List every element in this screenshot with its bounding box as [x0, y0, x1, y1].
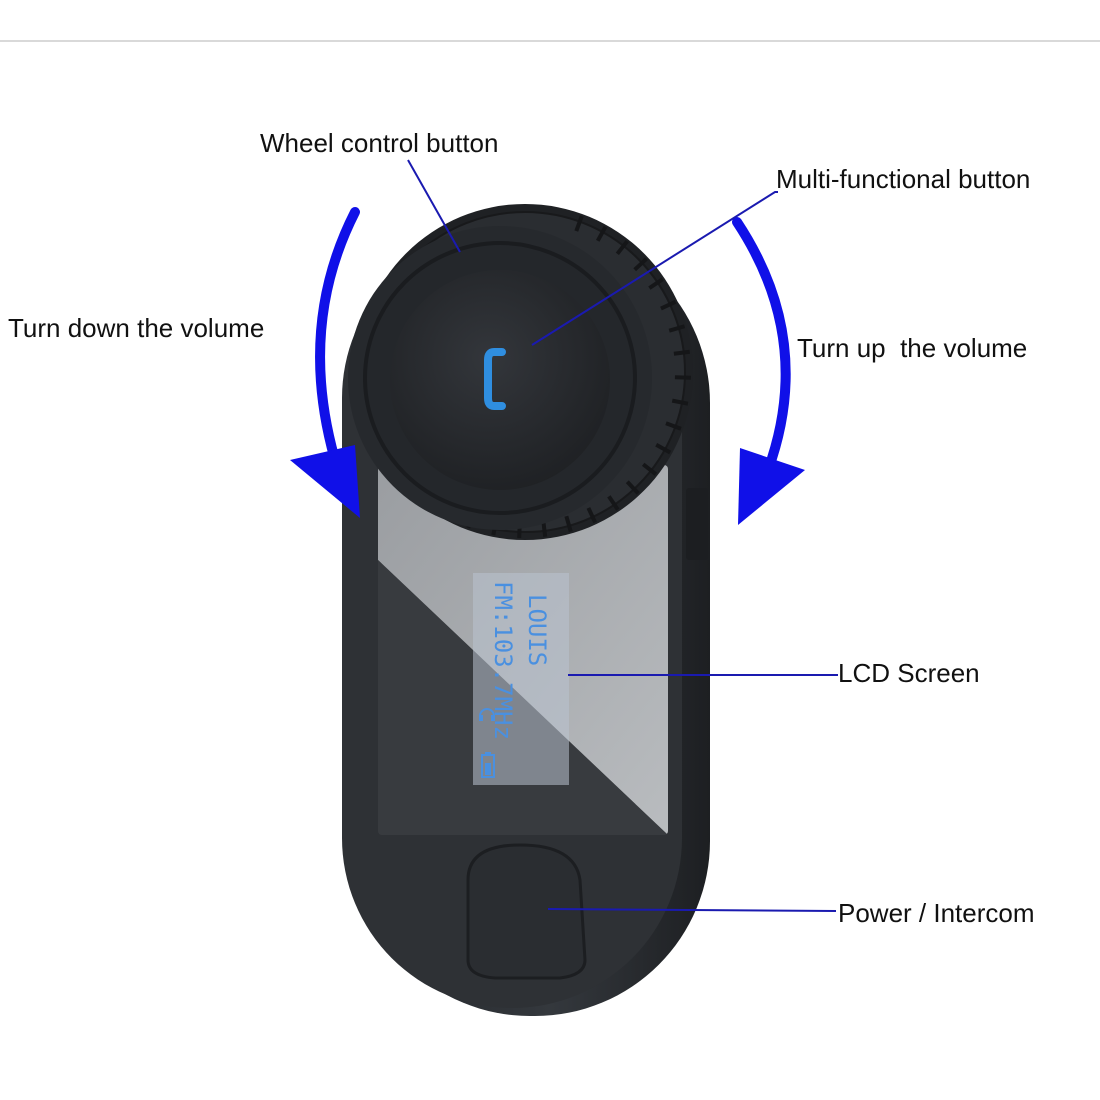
turn-up-label: Turn up the volume	[797, 333, 1028, 363]
phone-icon	[484, 348, 506, 410]
headset-icon	[479, 708, 495, 721]
wheel-ridge	[607, 495, 620, 511]
wheel-ridge	[674, 375, 691, 380]
wheel-ridge	[641, 462, 658, 476]
wheel-ridge	[648, 277, 664, 290]
wheel-ridge	[595, 225, 608, 242]
power-intercom-button	[466, 843, 587, 980]
wheel-ridge	[655, 442, 672, 455]
wheel-ridge	[671, 398, 689, 406]
power-intercom-label: Power / Intercom	[838, 898, 1035, 928]
wheel-control-knob	[348, 204, 693, 540]
wheel-ridge	[673, 349, 691, 356]
top-divider	[0, 40, 1100, 42]
multi-functional-leader	[531, 191, 778, 346]
wheel-control-label: Wheel control button	[260, 128, 499, 158]
lcd-line-1: LOUIS	[523, 594, 551, 666]
wheel-ridge	[665, 421, 682, 431]
lcd-screen-label: LCD Screen	[838, 658, 980, 688]
wheel-ridge	[574, 215, 584, 232]
turn-down-label: Turn down the volume	[8, 313, 265, 343]
turn-down-arrow	[290, 207, 360, 518]
wheel-ridge	[668, 324, 686, 333]
battery-icon	[481, 752, 495, 778]
wheel-ridge	[564, 515, 573, 533]
wheel-ridge	[586, 507, 597, 524]
power-intercom-leader	[547, 908, 837, 912]
multi-functional-label: Multi-functional button	[776, 164, 1031, 194]
wheel-ridge	[660, 300, 677, 311]
wheel-ridge	[633, 257, 648, 272]
wheel-ridge	[615, 239, 629, 256]
lcd-screen	[473, 573, 569, 785]
multi-functional-button	[390, 270, 610, 490]
wheel-ridge	[625, 480, 640, 495]
lcd-panel	[378, 465, 668, 835]
side-port	[686, 488, 708, 560]
wheel-control-leader	[407, 159, 461, 253]
turn-up-arrow	[732, 217, 805, 525]
